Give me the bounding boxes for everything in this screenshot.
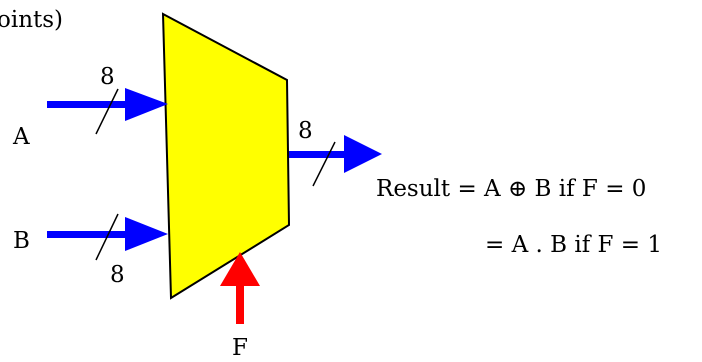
header-fragment: oints)	[0, 7, 63, 33]
control-f-arrow	[220, 252, 260, 324]
input-b-bus-slash	[95, 213, 119, 261]
input-a-arrow	[47, 88, 168, 121]
output-bus-slash	[312, 141, 336, 187]
control-f-label: F	[232, 335, 248, 361]
equation-line-1: Result = A ⊕ B if F = 0	[376, 176, 646, 202]
output-arrow	[289, 135, 382, 173]
logic-unit-block	[161, 12, 291, 300]
output-width-label: 8	[298, 118, 313, 144]
input-b-arrow	[47, 217, 168, 251]
equation-line-2: = A . B if F = 1	[485, 232, 662, 258]
input-a-bus-slash	[95, 88, 119, 135]
input-a-width-label: 8	[100, 64, 115, 90]
input-a-label: A	[12, 124, 30, 150]
input-b-label: B	[13, 228, 30, 254]
input-b-width-label: 8	[110, 262, 125, 288]
